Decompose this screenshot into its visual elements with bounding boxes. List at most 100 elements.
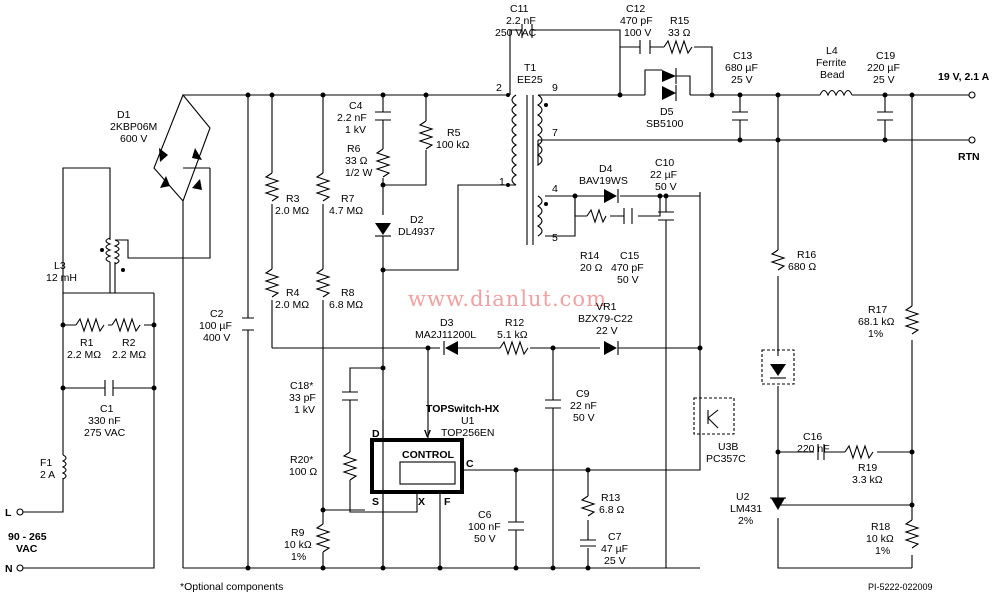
- d1-ref: D1: [117, 109, 131, 121]
- u1-pin-s: S: [372, 496, 379, 508]
- f1-value: 2 A: [40, 469, 55, 481]
- d2-part: DL4937: [398, 226, 435, 238]
- c7-value: 47 µF: [601, 543, 628, 555]
- document-id: PI-5222-022009: [868, 582, 933, 592]
- c12-rating: 100 V: [624, 27, 651, 39]
- c9-rating: 50 V: [573, 412, 595, 424]
- line-terminal-label: L: [5, 507, 12, 519]
- r20-value: 100 Ω: [289, 466, 317, 478]
- c9-value: 22 nF: [570, 400, 597, 412]
- t1-pin1: 1: [499, 176, 505, 188]
- l3-value: 12 mH: [46, 272, 77, 284]
- c1-value: 330 nF: [88, 415, 121, 427]
- r18-ref: R18: [871, 521, 890, 533]
- c15-value: 470 pF: [611, 262, 644, 274]
- c13-value: 680 µF: [725, 62, 758, 74]
- r6-power: 1/2 W: [345, 167, 373, 179]
- vr1-part: BZX79-C22: [578, 313, 633, 325]
- u1-part: TOP256EN: [441, 427, 495, 439]
- t1-core: EE25: [517, 74, 543, 86]
- input-unit: VAC: [16, 543, 38, 555]
- r15-value: 33 Ω: [668, 27, 691, 39]
- c18-value: 33 pF: [289, 392, 316, 404]
- r8-ref: R8: [341, 287, 355, 299]
- c19-value: 220 µF: [867, 62, 900, 74]
- r7-value: 4.7 MΩ: [329, 205, 363, 217]
- c4-rating: 1 kV: [345, 124, 366, 136]
- u3b-ref: U3B: [718, 441, 738, 453]
- c19-ref: C19: [876, 50, 895, 62]
- c7-rating: 25 V: [604, 555, 626, 567]
- c13-rating: 25 V: [731, 74, 753, 86]
- c19-rating: 25 V: [873, 74, 895, 86]
- r19-ref: R19: [858, 462, 877, 474]
- c9-ref: C9: [576, 388, 590, 400]
- c4-value: 2.2 nF: [337, 112, 367, 124]
- c1-ref: C1: [100, 403, 114, 415]
- r15-ref: R15: [670, 15, 689, 27]
- c2-rating: 400 V: [203, 332, 230, 344]
- c16-value: 220 nF: [797, 443, 830, 455]
- c12-value: 470 pF: [620, 15, 653, 27]
- t1-pin2: 2: [496, 82, 502, 94]
- r5-ref: R5: [447, 127, 461, 139]
- c10-rating: 50 V: [655, 181, 677, 193]
- r1-ref: R1: [80, 337, 94, 349]
- u2-ref: U2: [736, 491, 750, 503]
- l4-type2: Bead: [820, 69, 845, 81]
- c6-rating: 50 V: [474, 533, 496, 545]
- r13-value: 6.8 Ω: [599, 504, 625, 516]
- c16-ref: C16: [803, 431, 822, 443]
- c10-value: 22 µF: [650, 169, 677, 181]
- t1-ref: T1: [524, 62, 536, 74]
- r13-ref: R13: [601, 492, 620, 504]
- c11-rating: 250 VAC: [495, 27, 537, 39]
- r16-ref: R16: [797, 249, 816, 261]
- d1-part: 2KBP06M: [110, 121, 157, 133]
- output-return: RTN: [958, 151, 980, 163]
- t1-pin9: 9: [552, 82, 558, 94]
- u1-pin-d: D: [372, 428, 380, 440]
- c15-rating: 50 V: [617, 274, 639, 286]
- c13-ref: C13: [733, 50, 752, 62]
- r17-ref: R17: [868, 304, 887, 316]
- r9-ref: R9: [291, 527, 305, 539]
- c18-rating: 1 kV: [294, 404, 315, 416]
- c2-ref: C2: [210, 308, 224, 320]
- r7-ref: R7: [341, 193, 355, 205]
- d2-ref: D2: [410, 214, 424, 226]
- d3-ref: D3: [440, 317, 454, 329]
- t1-pin7: 7: [552, 127, 558, 139]
- r4-ref: R4: [286, 287, 300, 299]
- u1-pin-v: V: [424, 428, 431, 440]
- r5-value: 100 kΩ: [436, 139, 470, 151]
- u1-pin-f: F: [444, 496, 451, 508]
- r2-ref: R2: [122, 337, 136, 349]
- c18-ref: C18*: [290, 380, 313, 392]
- c6-value: 100 nF: [468, 521, 501, 533]
- r8-value: 6.8 MΩ: [329, 299, 363, 311]
- d3-part: MA2J11200L: [415, 329, 476, 341]
- u1-pin-x: X: [418, 496, 425, 508]
- r12-ref: R12: [505, 317, 524, 329]
- terminals: [16, 91, 976, 572]
- r20-ref: R20*: [290, 454, 313, 466]
- u2-part: LM431: [730, 503, 762, 515]
- l4-ref: L4: [826, 45, 838, 57]
- r17-tolerance: 1%: [868, 328, 883, 340]
- nodes: [60, 92, 915, 571]
- r18-value: 10 kΩ: [866, 533, 894, 545]
- u1-control-label: CONTROL: [402, 449, 454, 461]
- d4-part: BAV19WS: [579, 175, 628, 187]
- c7-ref: C7: [608, 531, 622, 543]
- diodes: [159, 68, 795, 510]
- optocoupler: [693, 397, 735, 435]
- r14-ref: R14: [580, 250, 599, 262]
- c12-ref: C12: [626, 3, 645, 15]
- c11-ref: C11: [510, 3, 529, 15]
- r3-value: 2.0 MΩ: [275, 205, 309, 217]
- c2-value: 100 µF: [199, 320, 232, 332]
- c4-ref: C4: [349, 100, 363, 112]
- output-voltage: 19 V, 2.1 A: [938, 71, 990, 83]
- r6-ref: R6: [347, 143, 361, 155]
